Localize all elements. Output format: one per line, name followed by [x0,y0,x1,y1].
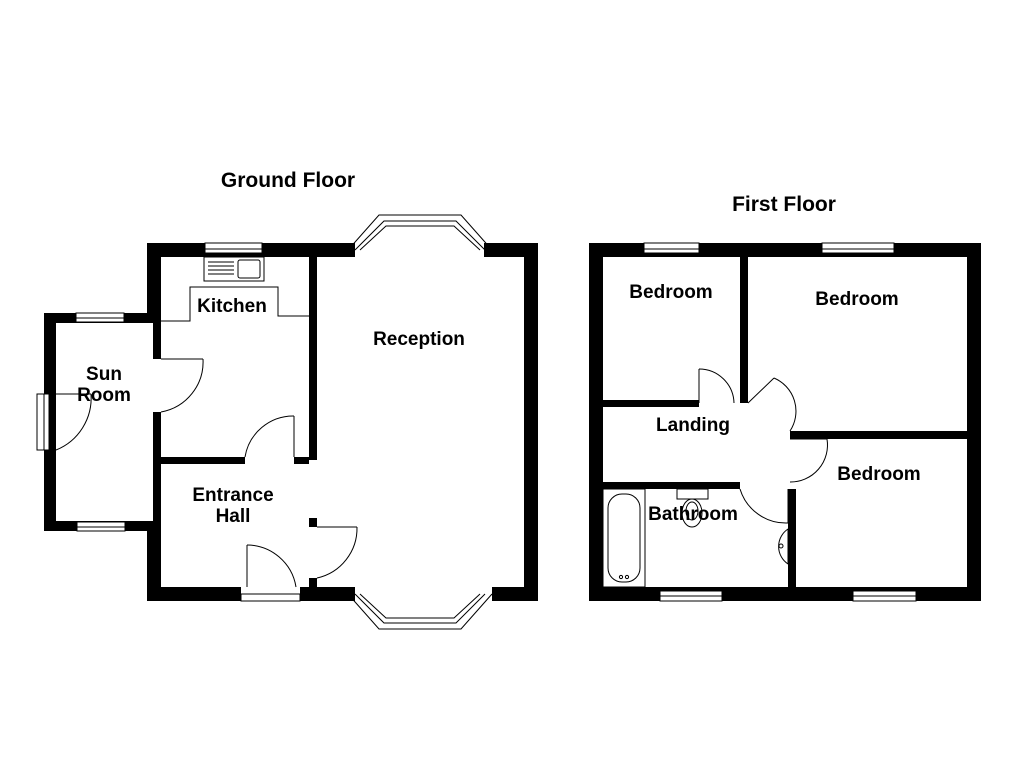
room-label-sun-room-line2: Room [77,385,131,406]
wall [524,243,538,601]
bay-window-bottom [347,593,493,630]
door [789,438,828,483]
window [852,590,917,597]
room-label-bedroom-3: Bedroom [837,464,920,485]
door [55,393,92,451]
wall [788,489,796,587]
room-label-entrance-hall-line1: Entrance [192,485,273,506]
bay-window-top [347,214,493,251]
room-label-bedroom-2: Bedroom [815,289,898,310]
sink-bowl [237,259,261,279]
door [739,488,789,524]
door [698,368,735,404]
wall [309,518,317,527]
bay-window-bottom [359,593,481,619]
room-label-kitchen: Kitchen [197,296,267,317]
window [76,521,126,528]
wall [147,521,161,601]
window [659,590,723,597]
wall [603,400,699,407]
window [204,242,263,250]
door [316,526,358,579]
room-label-bedroom-1: Bedroom [629,282,712,303]
window [821,248,895,254]
window [75,312,125,319]
toilet [676,488,709,528]
window [240,593,301,602]
door [747,377,797,432]
wall [147,243,161,321]
wall [147,587,241,601]
door [160,358,204,413]
wall [492,587,538,601]
wall [967,243,981,601]
window [852,595,917,602]
wall [589,243,603,601]
window [36,393,45,451]
wall [161,457,245,464]
wall [309,578,317,587]
window [643,242,700,250]
door [244,415,295,458]
room-label-entrance-hall-line2: Hall [216,506,251,527]
room-label-bathroom: Bathroom [648,504,738,525]
wall [153,412,161,521]
first-floor-plan: First Floor [589,193,981,602]
bay-window-top [359,225,481,251]
bay-window-bottom [354,593,486,624]
window [76,526,126,532]
wall [603,482,740,489]
room-label-sun-room-line1: Sun [86,364,122,385]
window [659,595,723,602]
bay-window-top [354,220,486,251]
wall [309,257,317,460]
room-label-reception: Reception [373,329,465,350]
kitchen-counter [161,286,309,322]
ground-floor-plan: Ground Floor [36,169,538,630]
first-floor-title: First Floor [732,193,836,216]
window [204,248,263,254]
bathtub [602,488,646,588]
window [75,317,125,323]
window [821,242,895,250]
room-label-landing: Landing [656,415,730,436]
wall [44,313,56,531]
wall [300,587,355,601]
front-door [246,544,297,588]
washbasin [778,528,789,565]
wall [740,257,748,403]
wall [294,457,309,464]
wall [790,431,967,439]
window [643,248,700,254]
wall [589,587,981,601]
ground-floor-title: Ground Floor [221,169,355,192]
window [43,393,50,451]
wall [153,321,161,359]
